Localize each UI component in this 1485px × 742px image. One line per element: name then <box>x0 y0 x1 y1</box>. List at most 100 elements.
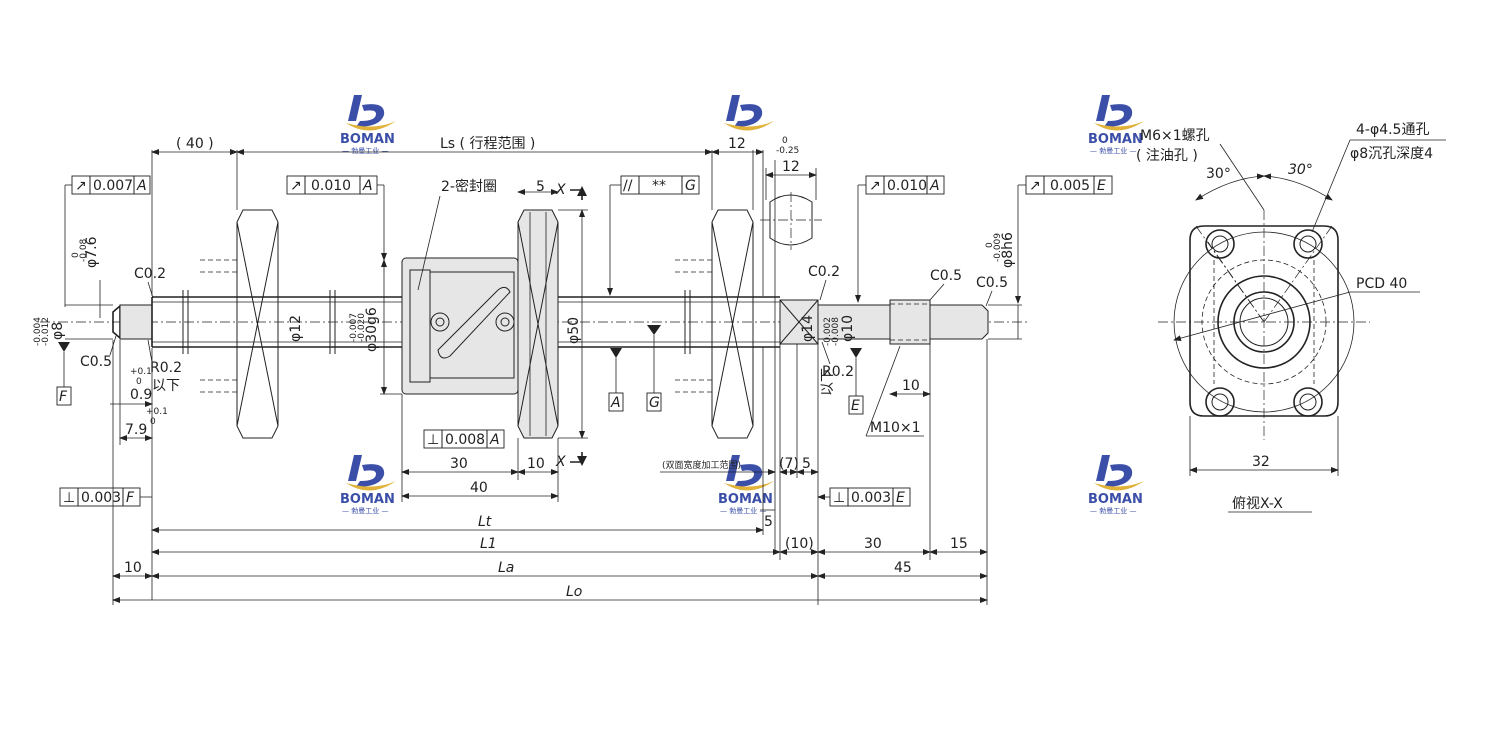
tol-upper: 0 <box>71 252 81 258</box>
dim-phi10: φ10 <box>840 315 856 342</box>
dim-30-b: 30 <box>864 536 882 552</box>
tol-lower: 0 <box>136 377 142 387</box>
parallelism-value: ** <box>652 178 666 194</box>
datum-ref: A <box>929 178 940 194</box>
dim-30: 30 <box>450 456 468 472</box>
watermark-sub: — 勃曼工业 — <box>720 506 766 515</box>
runout-value: 0.007 <box>93 178 133 194</box>
thread-callout: M10×1 10 <box>865 345 931 437</box>
angle-30-left: 30° <box>1206 166 1231 182</box>
chamfer-c0-5-left: C0.5 <box>80 354 112 370</box>
perpendicularity-symbol: ⊥ <box>833 490 845 506</box>
parallelism-symbol: // <box>623 178 633 194</box>
gdt-frame-perp-nut: ⊥ 0.008 A <box>423 429 505 449</box>
datum-F: F <box>59 389 68 405</box>
datum-ref: E <box>1097 178 1106 194</box>
datum-ref: A <box>136 178 147 194</box>
through-holes: 4-φ4.5通孔 <box>1356 122 1429 138</box>
runout-symbol: ↗ <box>869 178 881 194</box>
chamfer-c0-2-left: C0.2 <box>134 266 166 282</box>
radius-r0-2-right: R0.2 <box>822 364 854 380</box>
tol-upper: 0 <box>782 136 788 146</box>
section-label: X <box>555 454 566 470</box>
datum-A: A <box>610 395 621 411</box>
runout-symbol: ↗ <box>1029 178 1041 194</box>
chamfer-c0-5-end: C0.5 <box>976 275 1008 291</box>
dim-45: 45 <box>894 560 912 576</box>
runout-symbol: ↗ <box>290 178 302 194</box>
gdt-frame-perp-F: ⊥ 0.003 F <box>59 487 152 507</box>
dim-0-9: 0.9 <box>130 387 152 403</box>
perpendicularity-symbol: ⊥ <box>427 432 439 448</box>
dim-Lo: Lo <box>566 584 582 600</box>
dim-phi12: φ12 <box>288 315 304 342</box>
dim-40: 40 <box>470 480 488 496</box>
dim-stroke-range: Ls ( 行程范围 ) <box>440 135 535 152</box>
watermark-brand: BOMAN <box>340 492 395 507</box>
dim-pcd-40: PCD 40 <box>1356 276 1407 292</box>
watermark-brand: BOMAN <box>1088 492 1143 507</box>
tol-upper: +0.1 <box>130 367 152 377</box>
datum-ref: A <box>362 178 373 194</box>
seal-label: 2-密封圈 <box>441 178 497 195</box>
bottom-dimensions: 30 10 40 (双面宽度加工范围) (7) 5 5 Lt L1 (10) 3… <box>112 160 988 605</box>
watermark-logo: BOMAN — 勃曼工业 — <box>1088 95 1144 155</box>
runout-value: 0.010 <box>311 178 351 194</box>
tol-lower: 0 <box>150 417 156 427</box>
watermark-logo <box>724 95 774 131</box>
watermark-logo: BOMAN — 勃曼工业 — <box>340 95 396 155</box>
top-dimensions: ( 40 ) Ls ( 行程范围 ) 12 0 -0.25 12 5 <box>151 135 817 296</box>
chamfer-c0-2-right: C0.2 <box>808 264 840 280</box>
watermark-sub: — 勃曼工业 — <box>342 146 388 155</box>
thread-m10: M10×1 <box>870 420 921 436</box>
dim-5-b: 5 <box>764 514 773 530</box>
section-label: X <box>555 182 566 198</box>
perpendicularity-value: 0.008 <box>445 432 485 448</box>
dim-phi7-6: φ7.6 <box>84 236 100 268</box>
runout-value: 0.005 <box>1050 178 1090 194</box>
support-flange-left <box>200 209 279 439</box>
tol-lower: -0.012 <box>41 317 51 346</box>
tol-upper: -0.002 <box>823 317 833 346</box>
datum-ref: F <box>126 490 135 506</box>
watermark-logo: BOMAN — 勃曼工业 — <box>340 455 396 515</box>
dim-32: 32 <box>1252 454 1270 470</box>
dim-5-a: 5 <box>802 456 811 472</box>
watermark-sub: — 勃曼工业 — <box>1090 146 1136 155</box>
angle-30-right: 30° <box>1288 162 1313 178</box>
dim-10: 10 <box>527 456 545 472</box>
gdt-frame-perp-E: ⊥ 0.003 E <box>817 487 911 507</box>
perpendicularity-value: 0.003 <box>81 490 121 506</box>
flat-section-view <box>760 192 822 250</box>
watermark-logo: BOMAN — 勃曼工业 — <box>718 455 774 515</box>
oil-hole-note: ( 注油孔 ) <box>1136 148 1198 164</box>
dim-La: La <box>498 560 514 576</box>
runout-symbol: ↗ <box>75 178 87 194</box>
dim-40: ( 40 ) <box>176 136 214 152</box>
watermark-sub: — 勃曼工业 — <box>1090 506 1136 515</box>
dim-12-flat: 12 <box>782 159 800 175</box>
tol-lower: -0.25 <box>776 146 799 156</box>
view-caption: 俯视X-X <box>1232 496 1283 512</box>
dim-10-paren: (10) <box>785 536 814 552</box>
section-mark-bottom: X <box>555 452 587 470</box>
section-mark-top: X <box>555 182 587 200</box>
gdt-frame-mid: ↗ 0.010 A <box>286 175 387 261</box>
m6-oil-hole: M6×1螺孔 <box>1140 128 1210 144</box>
radius-note-right: 以下 <box>820 368 836 396</box>
datum-G: G <box>649 395 660 411</box>
ball-nut <box>401 209 559 439</box>
gdt-frame-far-right: ↗ 0.005 E <box>1015 175 1113 304</box>
watermark-sub: — 勃曼工业 — <box>342 506 388 515</box>
seal-callout: 2-密封圈 <box>417 178 497 291</box>
runout-value: 0.010 <box>887 178 927 194</box>
datum-ref: E <box>896 490 905 506</box>
side-view-x-x: 32 PCD 40 30° 30° M6×1螺孔 ( 注油孔 ) 4-φ4.5通… <box>1136 122 1446 513</box>
tol-upper: +0.1 <box>146 407 168 417</box>
tol-upper: 0 <box>985 242 995 248</box>
dim-10-thread: 10 <box>902 378 920 394</box>
datum-ref: G <box>685 178 696 194</box>
counterbore: φ8沉孔深度4 <box>1350 146 1433 162</box>
chamfer-c0-5-thread: C0.5 <box>930 268 962 284</box>
